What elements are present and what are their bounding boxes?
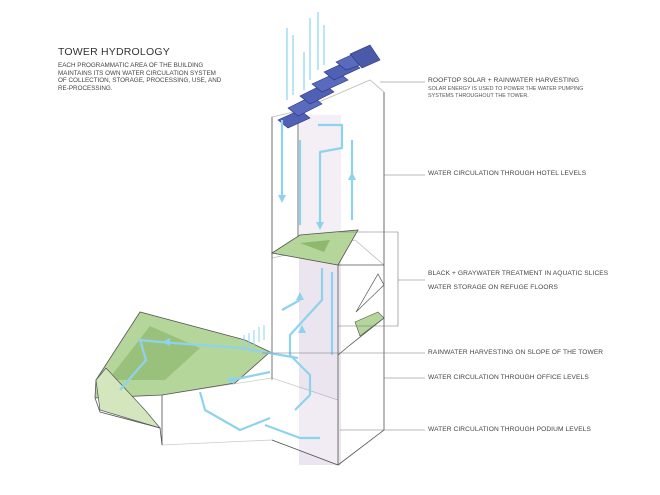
label-rooftop-sub: SOLAR ENERGY IS USED TO POWER THE WATER … <box>428 86 584 99</box>
aquatic-slice-right <box>354 311 385 337</box>
diagram-description: EACH PROGRAMMATIC AREA OF THE BUILDING M… <box>58 62 222 92</box>
diagram-title: TOWER HYDROLOGY <box>58 46 170 58</box>
label-podium: WATER CIRCULATION THROUGH PODIUM LEVELS <box>428 426 592 433</box>
sloped-roof-wing <box>95 367 162 429</box>
label-storage: WATER STORAGE ON REFUGE FLOORS <box>428 284 559 291</box>
label-treatment: BLACK + GRAYWATER TREATMENT IN AQUATIC S… <box>428 270 609 277</box>
rooftop-rain-collectors <box>286 12 325 100</box>
label-rooftop: ROOFTOP SOLAR + RAINWATER HARVESTING <box>428 77 580 84</box>
water-circulation-paths <box>119 120 354 440</box>
label-slope: RAINWATER HARVESTING ON SLOPE OF THE TOW… <box>428 349 604 356</box>
sloped-roof-base <box>94 397 163 446</box>
sloped-roof-shade <box>108 326 200 380</box>
aquatic-slice-upper-shade <box>300 240 330 252</box>
rooftop-solar-panels <box>277 44 381 129</box>
label-hotel: WATER CIRCULATION THROUGH HOTEL LEVELS <box>428 170 587 177</box>
label-office: WATER CIRCULATION THROUGH OFFICE LEVELS <box>428 374 589 381</box>
slope-rain-collectors <box>243 325 265 350</box>
notch-right <box>355 273 385 313</box>
office-tower-block <box>271 258 385 466</box>
leader-lines <box>262 81 425 431</box>
flow-arrowheads <box>162 172 356 384</box>
